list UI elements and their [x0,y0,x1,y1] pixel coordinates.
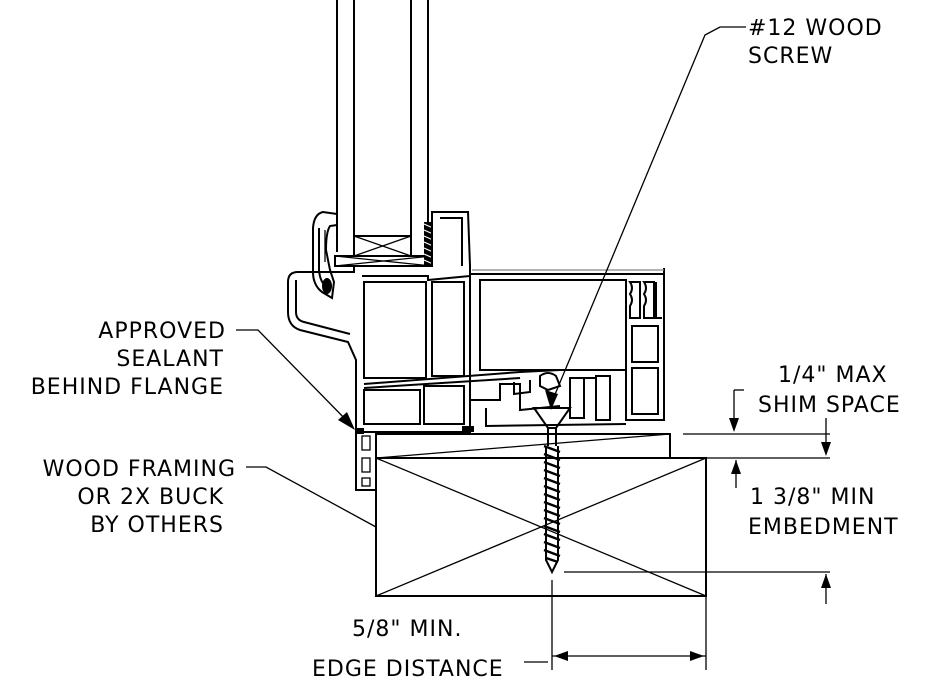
framing-label-line2: OR 2X BUCK [77,485,224,510]
glazing-bead [312,210,338,300]
sealant-label-line2: SEALANT [116,347,224,372]
shim-dimension [683,389,831,459]
shim [375,433,671,459]
framing-label-line1: WOOD FRAMING [43,457,236,482]
wood-framing [375,457,707,597]
screw-leader [545,26,746,410]
shim-label-line2: SHIM SPACE [758,393,901,418]
edge-label-line2: EDGE DISTANCE [312,657,504,682]
embedment-dimension [564,460,831,604]
glazing-unit [334,0,433,267]
edge-label-line1: 5/8" MIN. [352,617,462,642]
sealant-label-line3: BEHIND FLANGE [31,375,224,400]
edge-dimension [524,580,707,670]
framing-leader [246,466,377,528]
embedment-label-line2: EMBEDMENT [748,515,899,540]
framing-label-line3: BY OTHERS [90,513,224,538]
sealant-leader [236,329,355,430]
embedment-label-line1: 1 3/8" MIN [750,485,875,510]
sealant-label-line1: APPROVED [98,319,226,344]
wood-screw [532,407,572,575]
screw-label-line2: SCREW [748,44,833,69]
frame-profile [287,211,665,491]
shim-label-line1: 1/4" MAX [778,363,888,388]
glazing-tape [423,222,434,266]
screw-label-line1: #12 WOOD [748,16,883,41]
annotations: #12 WOOD SCREW APPROVED SEALANT BEHIND F… [31,16,901,682]
